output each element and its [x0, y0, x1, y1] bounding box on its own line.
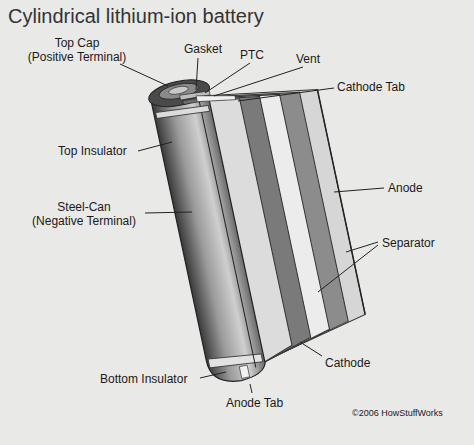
part-label: Top Insulator: [58, 144, 127, 158]
part-label: Vent: [296, 52, 320, 66]
part-label: Cathode: [325, 356, 370, 370]
part-label: Bottom Insulator: [100, 372, 187, 386]
part-label: Cathode Tab: [337, 80, 405, 94]
diagram-title: Cylindrical lithium-ion battery: [8, 4, 264, 28]
part-label: Steel-Can (Negative Terminal): [22, 200, 146, 228]
part-label: Anode: [388, 181, 423, 195]
copyright-note: ©2006 HowStuffWorks: [352, 408, 443, 419]
part-label: PTC: [240, 48, 264, 62]
part-label: Top Cap (Positive Terminal): [22, 36, 132, 64]
part-label: Gasket: [184, 42, 222, 56]
part-label: Anode Tab: [226, 396, 283, 410]
part-label: Separator: [382, 236, 435, 250]
